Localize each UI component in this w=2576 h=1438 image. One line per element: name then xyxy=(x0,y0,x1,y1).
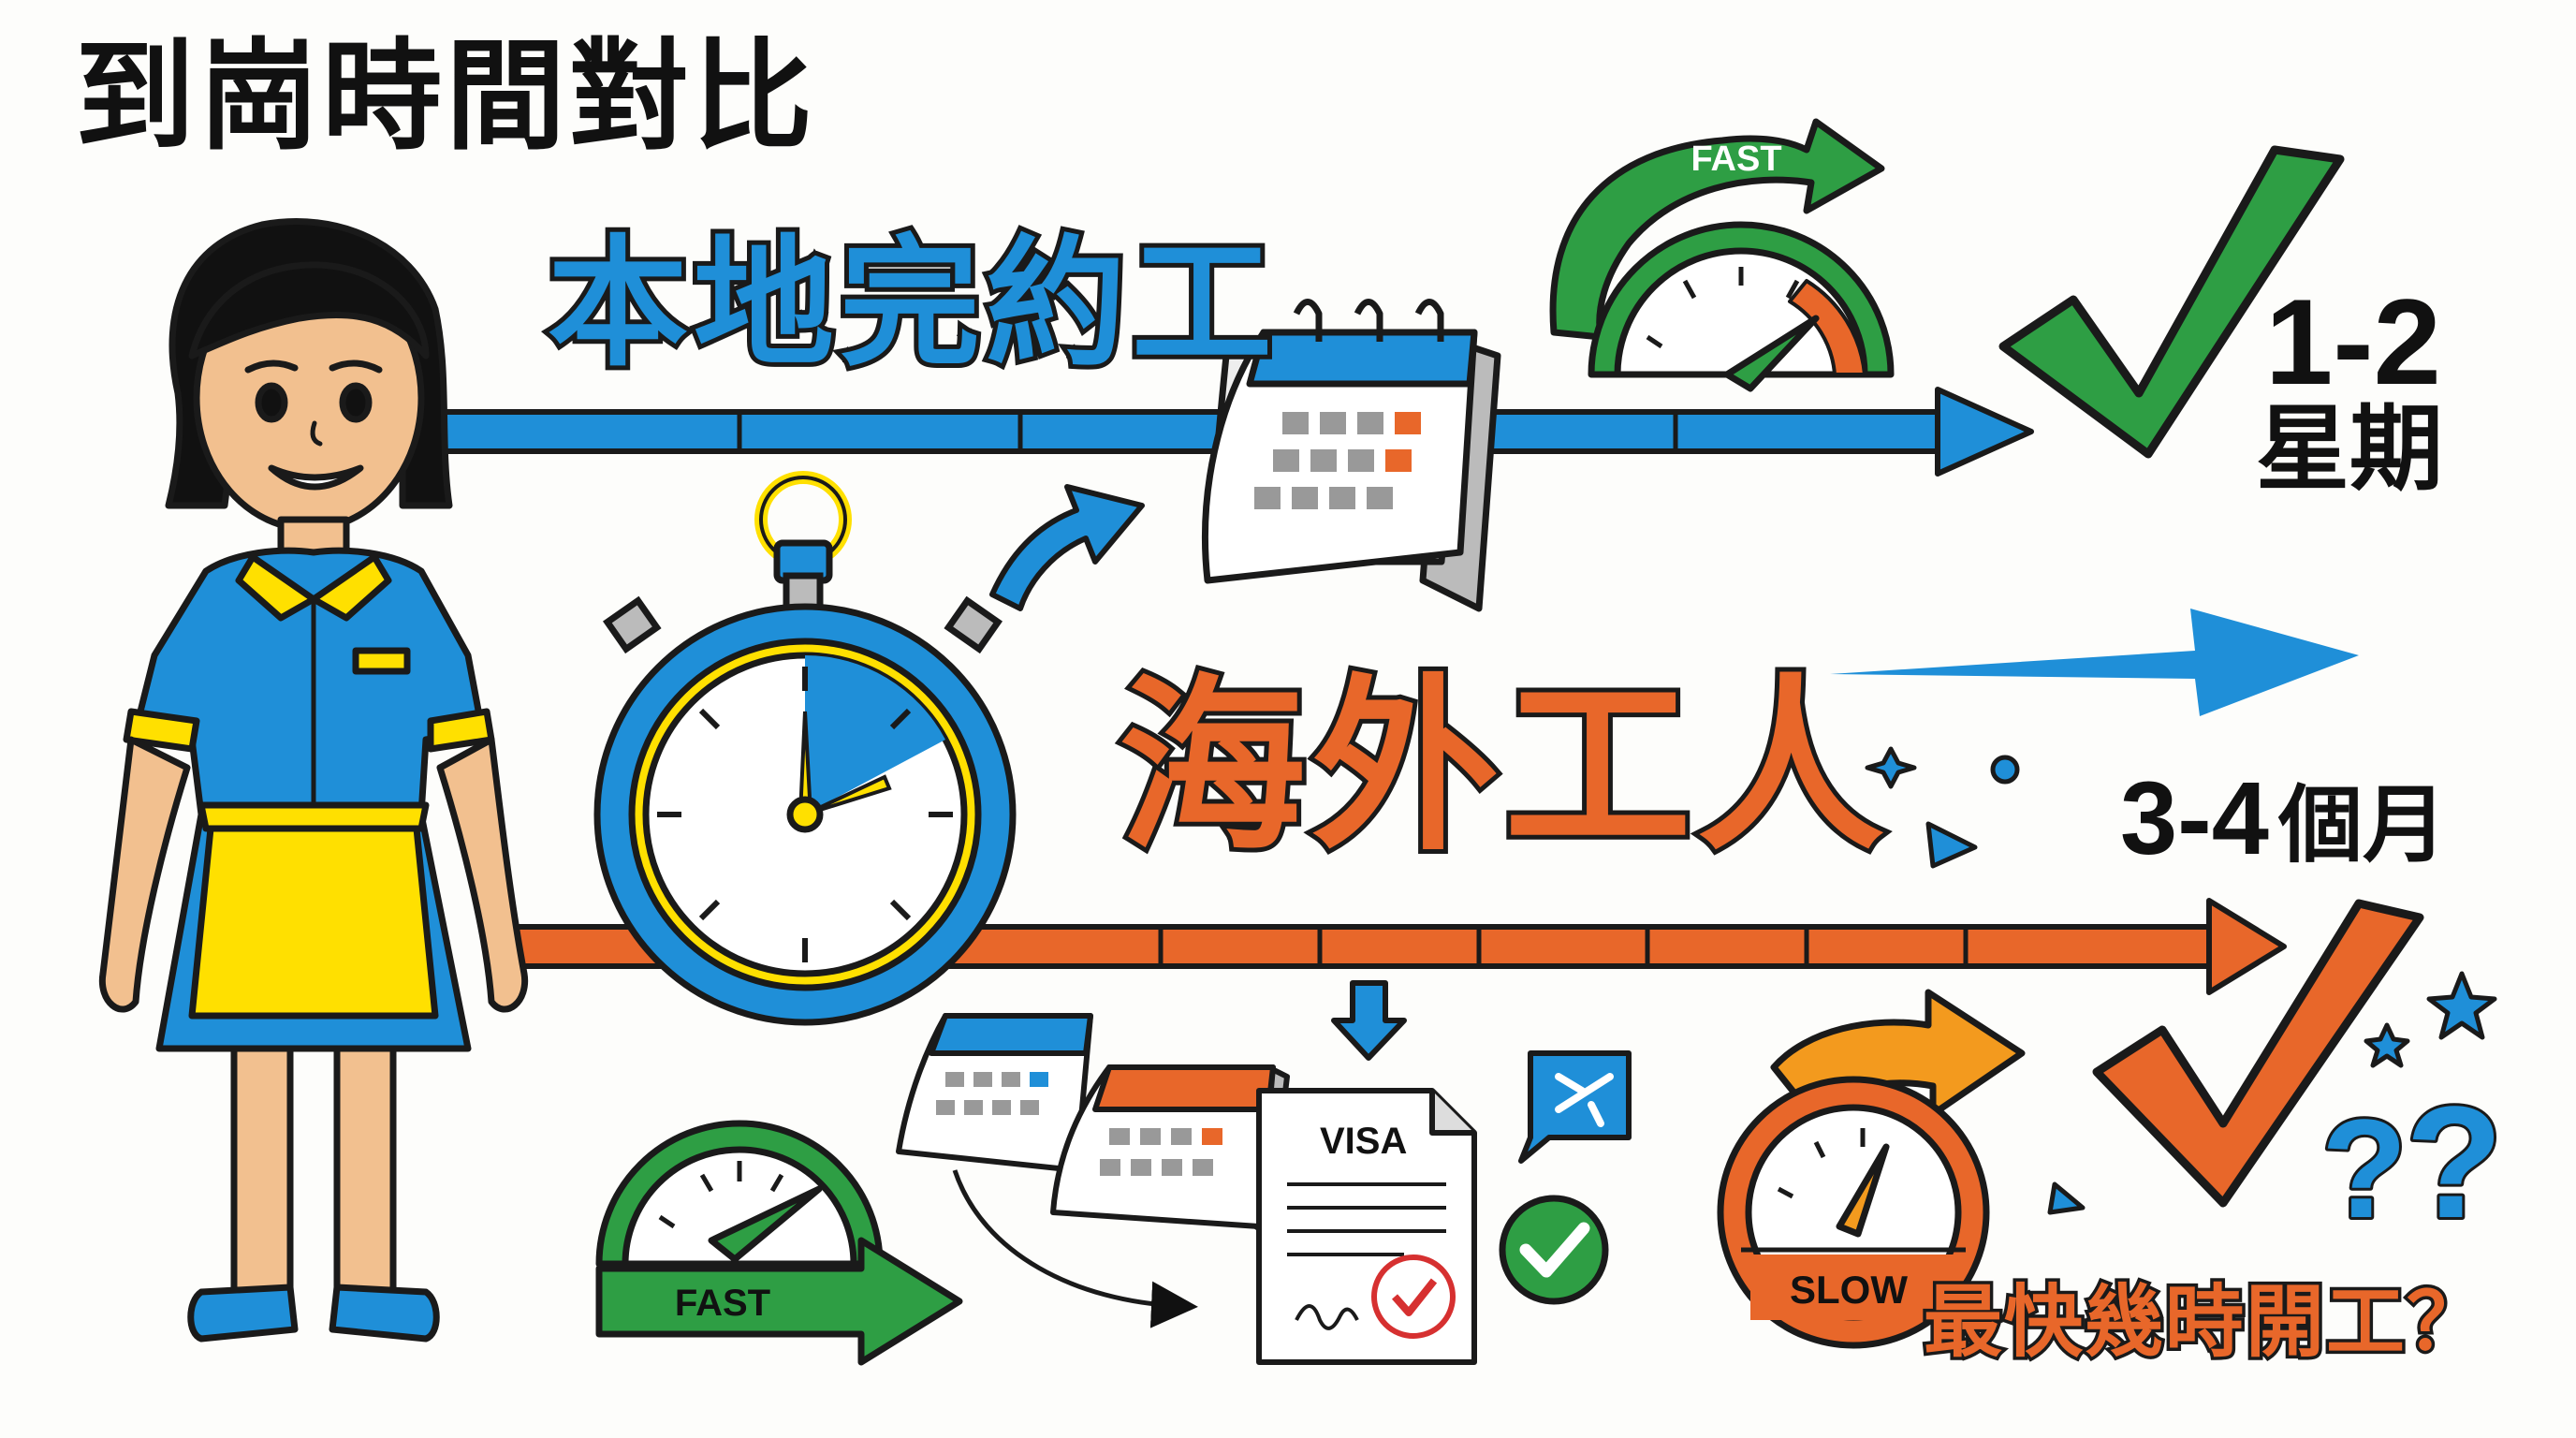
visa-document-icon: VISA xyxy=(1256,1088,1477,1365)
curved-arrow xyxy=(989,484,1145,611)
fast-speedometer-bottom: FAST xyxy=(595,1120,963,1366)
fast-speedometer-top: FAST xyxy=(1549,118,1895,392)
local-duration-number: 1-2 xyxy=(2265,273,2441,410)
airplane-icon xyxy=(1518,1050,1632,1164)
local-worker-label: 本地完約工 xyxy=(543,223,1279,386)
overseas-duration-unit: 個月 xyxy=(2277,776,2447,874)
calendar-icon xyxy=(1202,299,1501,612)
overseas-worker-label: 海外工人 xyxy=(1114,658,1891,876)
small-calendar-orange xyxy=(1050,1064,1290,1239)
question-mark-2: ? xyxy=(2406,1074,2503,1252)
check-circle-icon xyxy=(1499,1195,1609,1305)
small-calendar-blue xyxy=(896,1013,1093,1173)
slow-speedometer: SLOW xyxy=(1717,989,2026,1350)
page-title: 到崗時間對比 xyxy=(75,27,817,167)
sparkle-decorations xyxy=(1865,746,2497,1215)
overseas-duration-number: 3-4 xyxy=(2120,761,2269,876)
small-curve-arrow xyxy=(952,1169,1198,1328)
orange-checkmark xyxy=(2092,899,2424,1208)
local-duration-unit: 星期 xyxy=(2256,394,2443,504)
speed-streak-arrow xyxy=(1830,609,2359,716)
green-checkmark xyxy=(1998,145,2345,459)
question-marks: ? ? xyxy=(2319,1071,2506,1255)
fast-tag-top: FAST xyxy=(1690,139,1781,179)
visa-label: VISA xyxy=(1320,1121,1407,1162)
maid-character xyxy=(98,218,529,1343)
question-mark-1: ? xyxy=(2321,1090,2408,1247)
fast-tag-bottom: FAST xyxy=(675,1283,770,1324)
down-arrow xyxy=(1331,980,1407,1061)
stopwatch-icon xyxy=(593,471,1017,1026)
slow-tag: SLOW xyxy=(1790,1268,1908,1312)
start-work-question: 最快幾時開工？ xyxy=(1920,1276,2488,1368)
